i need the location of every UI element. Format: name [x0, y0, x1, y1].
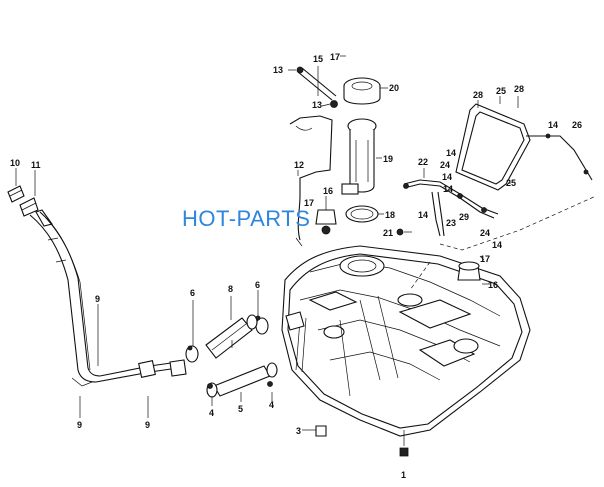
vapor-line [289, 115, 333, 247]
callout-8: 9 [95, 294, 100, 304]
callout-24-b: 24 [480, 228, 490, 238]
callout-23: 23 [446, 218, 456, 228]
callout-4-left: 4 [209, 408, 214, 418]
callout-6-right: 6 [255, 280, 260, 290]
valve-and-fasteners [296, 66, 481, 281]
watermark-text: HOT-PARTS [182, 206, 310, 231]
callout-28-left: 28 [473, 90, 483, 100]
callout-9-left: 9 [77, 420, 82, 430]
callout-16-left: 16 [323, 186, 333, 196]
small-fasteners [187, 315, 327, 437]
callout-28-right: 28 [514, 84, 524, 94]
leader-lines [15, 55, 519, 431]
callout-17-left: 17 [304, 198, 314, 208]
callout-16-right: 16 [488, 280, 498, 290]
callout-18: 18 [385, 210, 395, 220]
callout-29: 29 [459, 212, 469, 222]
evap-canister-lines [396, 103, 597, 291]
callout-4-right: 4 [269, 400, 274, 410]
callout-15: 15 [313, 54, 323, 64]
callout-6-left: 6 [190, 288, 195, 298]
callout-14-c: 14 [443, 184, 453, 194]
fuel-pump-module [341, 77, 381, 223]
callout-17-right: 17 [480, 254, 490, 264]
callout-14-b: 14 [442, 172, 452, 182]
callout-17-top: 17 [330, 52, 340, 62]
callout-7: 8 [228, 284, 233, 294]
callout-14-e: 14 [492, 240, 502, 250]
callout-27: 26 [572, 120, 582, 130]
callout-13-top: 13 [273, 65, 283, 75]
filler-neck-assembly [7, 185, 187, 387]
callout-10: 10 [10, 158, 20, 168]
callout-1: 1 [401, 470, 406, 480]
callout-9-right: 9 [145, 420, 150, 430]
callout-19: 19 [383, 154, 393, 164]
callout-5: 5 [238, 404, 243, 414]
callout-25: 25 [506, 178, 516, 188]
filler-cap-part [7, 185, 39, 217]
callout-26: 25 [496, 86, 506, 96]
callout-21: 21 [383, 228, 393, 238]
callout-20: 20 [389, 83, 399, 93]
callout-labels: 10 11 9 9 9 6 8 6 4 5 4 3 1 12 13 13 15 … [10, 52, 582, 480]
fuel-tank-body [281, 245, 531, 457]
callout-14-f: 14 [548, 120, 558, 130]
callout-24-a: 24 [440, 160, 450, 170]
hose-and-clamp-group [185, 314, 278, 398]
callout-12: 12 [294, 160, 304, 170]
callout-11: 11 [31, 160, 41, 170]
callout-3: 3 [296, 426, 301, 436]
callout-14-a: 14 [446, 148, 456, 158]
callout-22: 22 [418, 157, 428, 167]
callout-13-lower: 13 [312, 100, 322, 110]
callout-14-d: 14 [418, 210, 428, 220]
